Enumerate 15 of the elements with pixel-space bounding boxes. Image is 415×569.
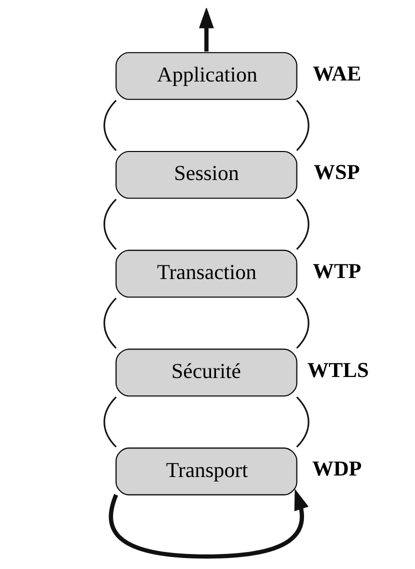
connector (104, 298, 117, 349)
connector (296, 298, 310, 349)
connector (104, 100, 117, 151)
node-label: WAE (312, 61, 362, 86)
node-label: WDP (312, 456, 362, 481)
connector (104, 396, 117, 448)
arrow (108, 488, 309, 559)
connector (104, 198, 117, 250)
arrow (198, 8, 214, 52)
node-label: WSP (314, 160, 360, 184)
connector (296, 198, 310, 250)
connector (296, 100, 310, 151)
node-label: WTP (312, 258, 362, 283)
node-label: WTLS (307, 358, 369, 382)
connector (296, 396, 310, 448)
